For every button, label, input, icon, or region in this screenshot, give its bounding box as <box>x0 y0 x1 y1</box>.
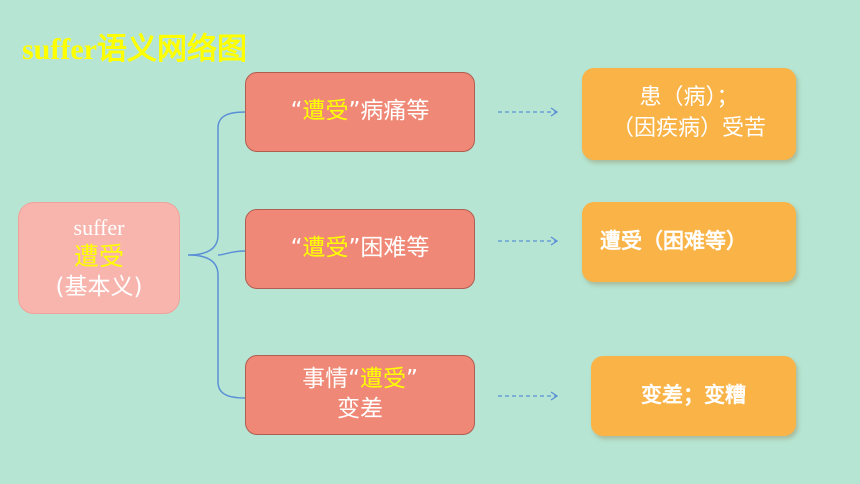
quote-close: ” <box>406 366 418 393</box>
branch-suffix: 困难等 <box>360 235 430 262</box>
meaning-node-3: 变差；变糟 <box>591 356 796 436</box>
meaning-node-1: 患（病）； （因疾病）受苦 <box>582 68 796 160</box>
quote-open: “ <box>290 98 303 125</box>
page-title: suffer语义网络图 <box>22 33 247 66</box>
meaning-line-1: 患（病）； <box>639 85 739 111</box>
quote-close: ” <box>348 98 361 125</box>
branch-prefix: 事情 <box>302 366 349 393</box>
arrow-2 <box>498 236 559 246</box>
meaning-node-2: 遭受（困难等） <box>582 202 796 282</box>
branch-line2: 变差 <box>337 396 383 422</box>
quote-open: “ <box>290 235 303 262</box>
branch-node-1: “遭受”病痛等 <box>245 72 475 152</box>
branch-suffix: 病痛等 <box>360 98 430 125</box>
bracket-connector <box>187 111 246 399</box>
arrow-3 <box>498 391 559 401</box>
root-node: suffer 遭受 (基本义) <box>18 202 180 314</box>
meaning-line-2: （因疾病）受苦 <box>611 116 766 141</box>
quote-close: ” <box>348 235 361 262</box>
branch-keyword: 遭受 <box>302 235 349 262</box>
quote-open: “ <box>348 366 360 393</box>
arrow-1 <box>498 107 559 117</box>
root-english: suffer <box>73 215 125 241</box>
meaning-line-1: 遭受（困难等） <box>600 229 747 254</box>
meaning-line-1: 变差；变糟 <box>641 383 746 408</box>
branch-keyword: 遭受 <box>360 366 406 393</box>
root-chinese: 遭受 <box>73 242 124 272</box>
branch-node-3: 事情“遭受” 变差 <box>245 355 475 435</box>
branch-keyword: 遭受 <box>302 98 349 125</box>
root-note: (基本义) <box>55 273 143 300</box>
branch-node-2: “遭受”困难等 <box>245 209 475 289</box>
